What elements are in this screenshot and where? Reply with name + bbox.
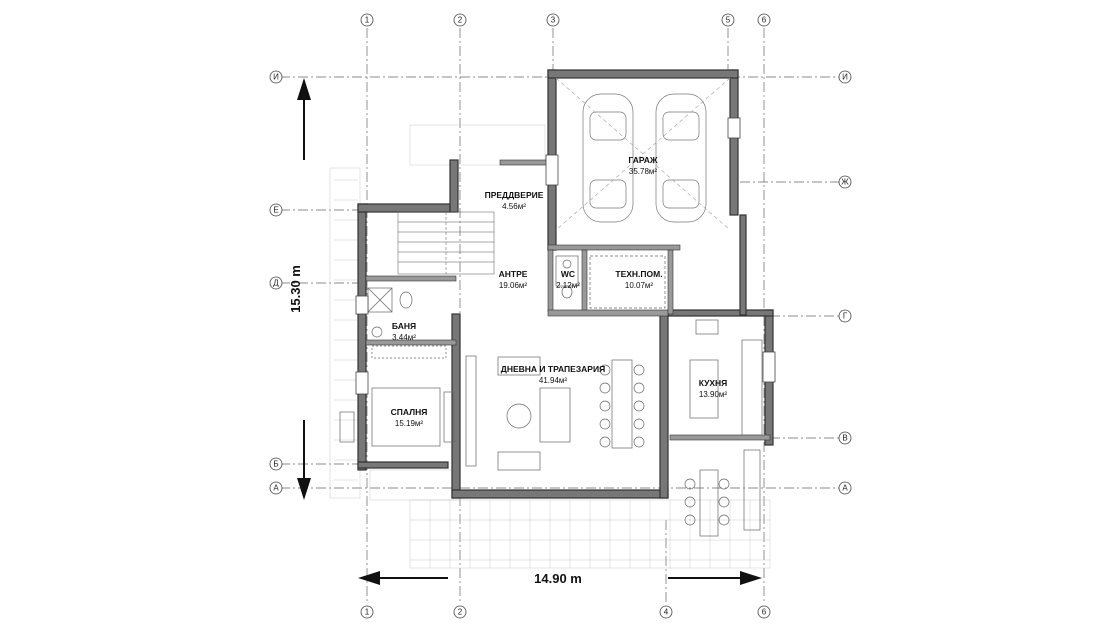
grid-row-v-right: В [842, 434, 847, 443]
grid-row-i-right: И [842, 73, 848, 82]
room-area-bath: 3.44м² [392, 333, 416, 342]
interior-walls [365, 159, 771, 441]
room-area-wc: 2.12м² [556, 281, 580, 290]
room-name-tech: ТЕХН.ПОМ. [615, 269, 662, 279]
grid-col-5: 5 [726, 16, 731, 25]
room-name-hall: АНТРЕ [499, 269, 528, 279]
room-name-kitchen: КУХНЯ [699, 378, 728, 388]
room-area-tech: 10.07м² [625, 281, 654, 290]
room-area-kitchen: 13.90м² [699, 390, 728, 399]
grid-bubbles-left [269, 70, 283, 495]
bedroom-furniture [339, 345, 455, 447]
dimension-arrows [297, 78, 762, 585]
room-area-bedroom: 15.19м² [395, 419, 424, 428]
room-area-garage: 35.78м² [629, 167, 658, 176]
room-name-bath: БАНЯ [392, 321, 416, 331]
room-name-wc: WC [561, 269, 575, 279]
room-area-living: 41.94м² [539, 376, 568, 385]
grid-col-1-bottom: 1 [365, 608, 370, 617]
grid-bubbles-top [360, 13, 771, 27]
living-furniture [465, 355, 645, 471]
bathroom-fixtures [367, 255, 666, 338]
grid-row-g-right: Г [843, 312, 848, 321]
grid-col-6: 6 [762, 16, 767, 25]
grid-row-zh-right: Ж [841, 178, 849, 187]
windows [355, 117, 776, 395]
grid-row-e-left: Е [273, 206, 278, 215]
grid-col-2-bottom: 2 [458, 608, 463, 617]
grid-col-4-bottom: 4 [664, 608, 669, 617]
room-name-vestibule: ПРЕДДВЕРИЕ [485, 190, 544, 200]
dimension-depth: 15.30 m [288, 265, 303, 313]
grid-bubbles-bottom [360, 605, 771, 619]
terrace-paving [329, 124, 771, 569]
kitchen-furniture [684, 319, 763, 537]
garage-cars [555, 77, 731, 231]
grid-col-2: 2 [458, 16, 463, 25]
grid-row-a-right: А [842, 484, 848, 493]
grid-row-d-left: Д [273, 279, 279, 288]
room-name-bedroom: СПАЛНЯ [391, 407, 428, 417]
room-area-vestibule: 4.56м² [502, 202, 526, 211]
dimension-width: 14.90 m [534, 571, 582, 586]
grid-row-a-left: А [273, 484, 279, 493]
grid-col-1: 1 [365, 16, 370, 25]
staircase [397, 211, 495, 275]
grid-row-i-left: И [273, 73, 279, 82]
grid-row-b-left: Б [273, 460, 278, 469]
room-name-living: ДНЕВНА И ТРАПЕЗАРИЯ [501, 364, 605, 374]
room-name-garage: ГАРАЖ [628, 155, 657, 165]
grid-col-6-bottom: 6 [762, 608, 767, 617]
grid-bubbles-right [838, 70, 852, 495]
room-area-hall: 19.06м² [499, 281, 528, 290]
grid-col-3: 3 [551, 16, 556, 25]
